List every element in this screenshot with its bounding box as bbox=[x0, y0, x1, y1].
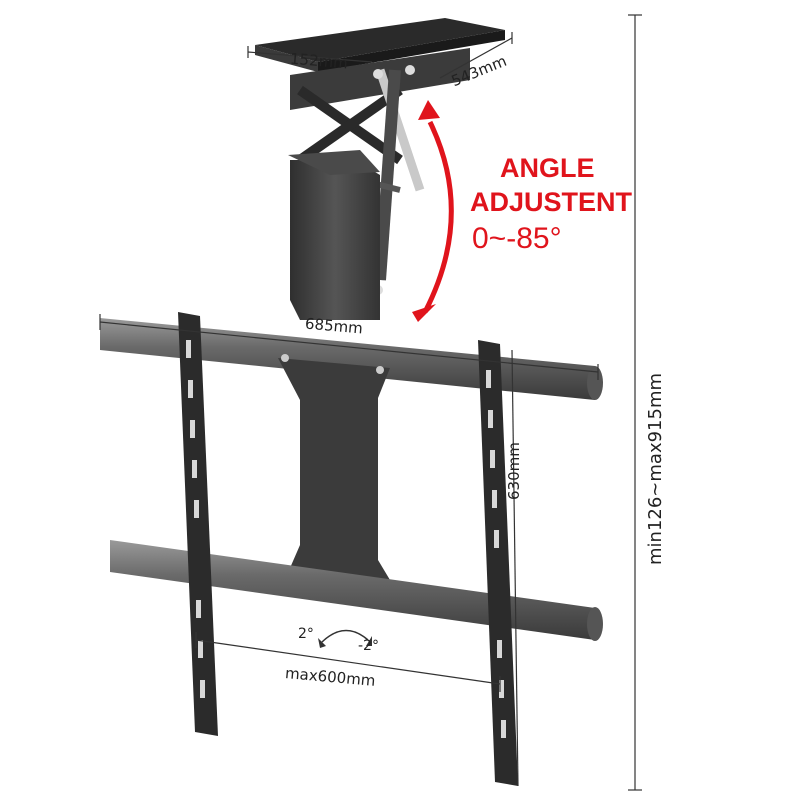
arc-arrowhead-top bbox=[418, 100, 440, 120]
drop-range-label: min126~max915mm bbox=[645, 372, 666, 565]
tilt-arrowhead-left bbox=[318, 638, 326, 648]
bottom-rail bbox=[110, 540, 603, 641]
right-vertical-bar bbox=[478, 340, 518, 786]
angle-arc-arrow bbox=[422, 120, 454, 314]
tilt-arrowhead-right bbox=[366, 636, 372, 646]
dimension-lines bbox=[99, 14, 642, 791]
tilt-arc bbox=[321, 629, 369, 643]
center-bracket bbox=[278, 354, 390, 602]
angle-range: 0~-85° bbox=[472, 222, 562, 255]
support-column bbox=[288, 150, 380, 320]
left-vertical-bar bbox=[178, 312, 218, 736]
bracket-height-label: 630mm bbox=[505, 442, 523, 500]
tilt-left-label: 2° bbox=[298, 626, 314, 642]
angle-title-line1: ANGLE bbox=[500, 153, 595, 183]
tilt-right-label: -2° bbox=[358, 638, 379, 654]
angle-title-line2: ADJUSTENT bbox=[470, 187, 633, 217]
top-rail bbox=[100, 318, 603, 400]
arc-arrowhead-bottom bbox=[412, 304, 436, 322]
